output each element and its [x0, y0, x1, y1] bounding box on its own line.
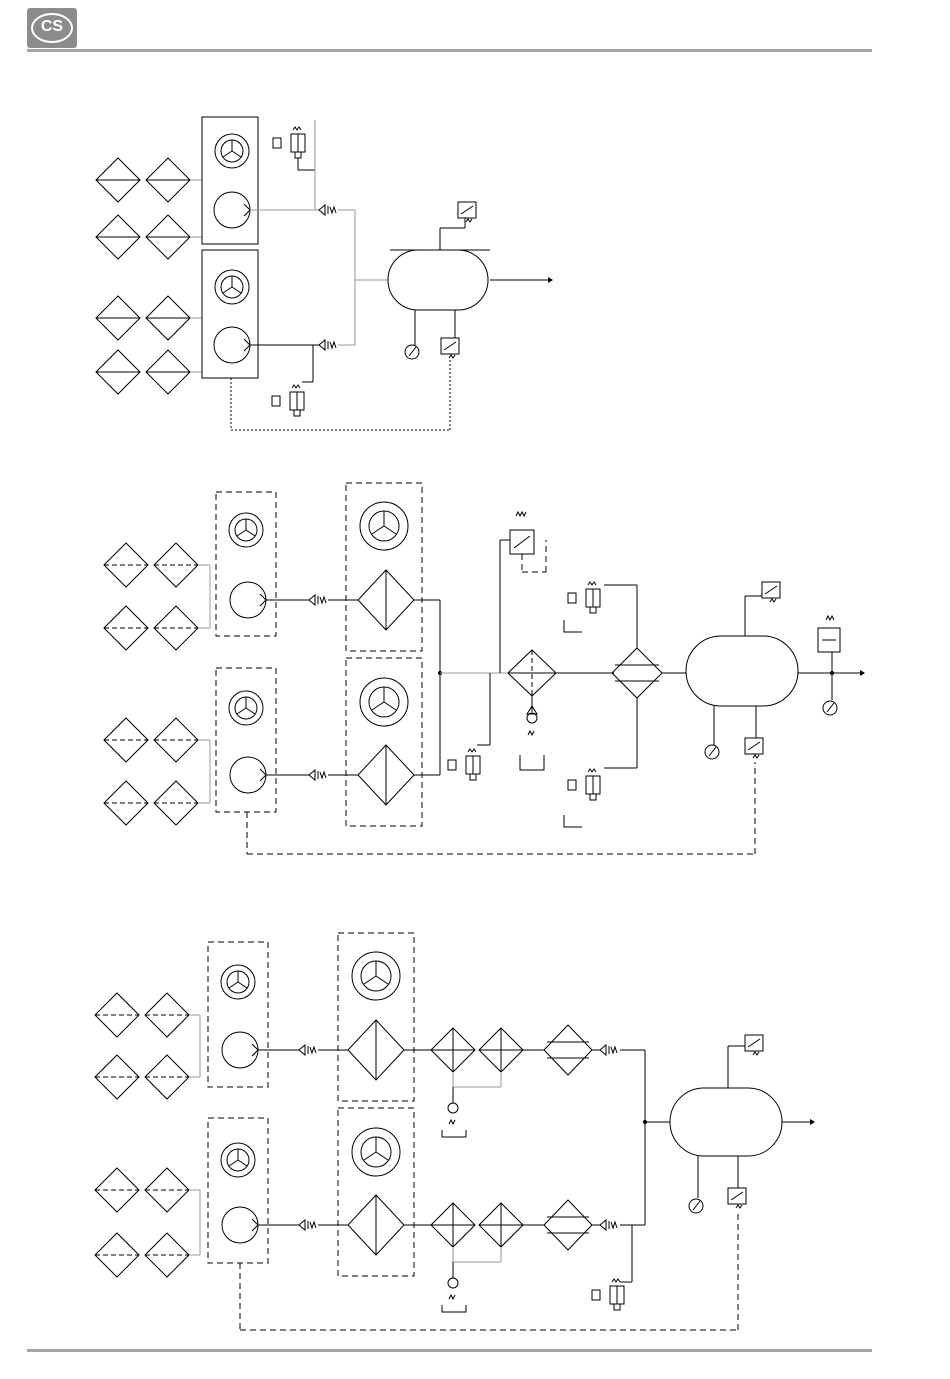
- diagram-3: [95, 933, 815, 1330]
- diagram-1: [96, 117, 553, 430]
- diagram-2: [104, 483, 865, 854]
